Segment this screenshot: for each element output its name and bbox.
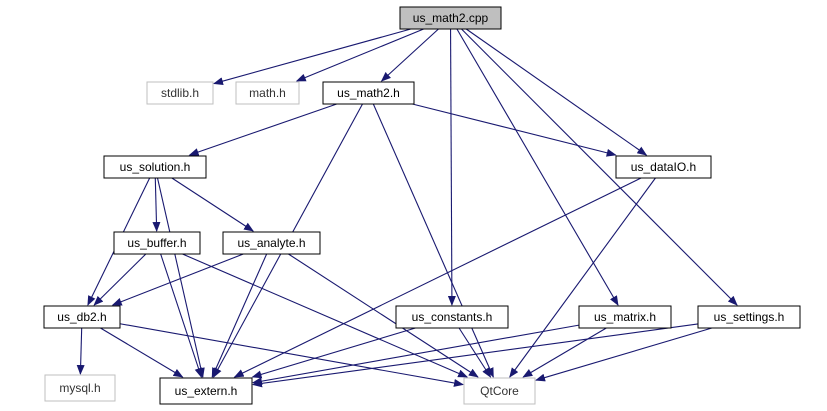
edge-us_constants_h-to-QtCore <box>458 327 492 378</box>
edge-us_constants_h-to-us_extern_h <box>251 327 416 379</box>
node-us_matrix_h[interactable]: us_matrix.h <box>578 305 672 329</box>
edge-us_db2_h-to-QtCore <box>119 323 464 387</box>
node-label: QtCore <box>480 384 519 398</box>
node-us_solution_h[interactable]: us_solution.h <box>103 155 207 179</box>
node-us_settings_h[interactable]: us_settings.h <box>697 305 801 329</box>
node-us_extern_h[interactable]: us_extern.h <box>159 377 253 405</box>
edge-us_math2_h-to-us_solution_h <box>188 103 337 156</box>
edge-us_settings_h-to-us_extern_h <box>252 323 699 388</box>
node-box <box>159 377 253 405</box>
edge-us_settings_h-to-QtCore <box>535 327 713 382</box>
node-box <box>103 155 207 179</box>
edge-us_solution_h-to-us_analyte_h <box>171 177 254 232</box>
node-box <box>578 305 672 329</box>
node-label: stdlib.h <box>161 86 199 100</box>
node-math_h: math.h <box>235 81 300 105</box>
nodes-layer: us_math2.cpp stdlib.h math.h us_math2.h us_s… <box>43 6 801 405</box>
node-box <box>697 305 801 329</box>
edge-us_matrix_h-to-us_extern_h <box>252 324 580 386</box>
node-us_db2_h[interactable]: us_db2.h <box>43 305 121 329</box>
node-label: us_analyte.h <box>237 236 305 250</box>
edge-us_math2_cpp-to-us_dataIO_h <box>465 28 648 156</box>
node-us_math2_cpp[interactable]: us_math2.cpp <box>399 6 502 30</box>
node-label: us_extern.h <box>175 384 238 398</box>
node-label: us_dataIO.h <box>631 160 696 174</box>
edge-us_math2_cpp-to-stdlib_h <box>213 28 411 86</box>
node-us_analyte_h[interactable]: us_analyte.h <box>222 231 321 255</box>
node-label: us_constants.h <box>412 310 493 324</box>
node-box <box>113 231 201 255</box>
node-box <box>395 305 509 329</box>
edge-us_math2_h-to-QtCore <box>372 103 494 378</box>
edge-us_db2_h-to-us_extern_h <box>100 327 184 378</box>
edge-us_analyte_h-to-QtCore <box>288 253 479 378</box>
edge-us_analyte_h-to-us_db2_h <box>111 253 244 306</box>
edge-us_db2_h-to-mysql_h <box>76 327 85 375</box>
edge-us_math2_cpp-to-math_h <box>295 28 424 82</box>
edge-us_analyte_h-to-us_extern_h <box>211 253 268 378</box>
node-label: us_math2.cpp <box>413 11 489 25</box>
edge-us_math2_h-to-us_dataIO_h <box>412 103 617 157</box>
edge-us_math2_cpp-to-us_settings_h <box>461 28 738 306</box>
edge-us_solution_h-to-us_extern_h <box>156 177 205 378</box>
edge-us_dataIO_h-to-us_extern_h <box>233 177 642 378</box>
node-stdlib_h: stdlib.h <box>146 81 214 105</box>
edge-us_buffer_h-to-QtCore <box>182 253 469 378</box>
node-label: us_settings.h <box>714 310 785 324</box>
node-box <box>463 377 536 405</box>
node-label: us_db2.h <box>57 310 106 324</box>
edge-us_math2_cpp-to-us_constants_h <box>447 28 456 306</box>
node-us_constants_h[interactable]: us_constants.h <box>395 305 509 329</box>
node-box <box>44 374 116 402</box>
node-box <box>43 305 121 329</box>
edge-us_buffer_h-to-us_extern_h <box>160 253 203 378</box>
node-label: us_buffer.h <box>127 236 186 250</box>
edge-us_matrix_h-to-QtCore <box>522 327 607 378</box>
node-box <box>322 81 415 105</box>
edge-us_solution_h-to-us_buffer_h <box>152 177 161 232</box>
node-box <box>235 81 300 105</box>
node-label: us_math2.h <box>337 86 400 100</box>
edge-us_dataIO_h-to-QtCore <box>509 177 656 378</box>
node-us_math2_h[interactable]: us_math2.h <box>322 81 415 105</box>
node-label: us_matrix.h <box>594 310 656 324</box>
node-label: mysql.h <box>59 381 100 395</box>
node-box <box>222 231 321 255</box>
node-box <box>146 81 214 105</box>
node-label: us_solution.h <box>120 160 191 174</box>
node-box <box>399 6 502 30</box>
edge-us_math2_cpp-to-us_matrix_h <box>456 28 619 306</box>
edge-us_buffer_h-to-us_db2_h <box>93 253 147 306</box>
edge-us_math2_cpp-to-us_math2_h <box>380 28 439 82</box>
node-label: math.h <box>249 86 286 100</box>
node-us_dataIO_h[interactable]: us_dataIO.h <box>615 155 712 179</box>
node-box <box>615 155 712 179</box>
node-QtCore: QtCore <box>463 377 536 405</box>
node-mysql_h: mysql.h <box>44 374 116 402</box>
node-us_buffer_h[interactable]: us_buffer.h <box>113 231 201 255</box>
